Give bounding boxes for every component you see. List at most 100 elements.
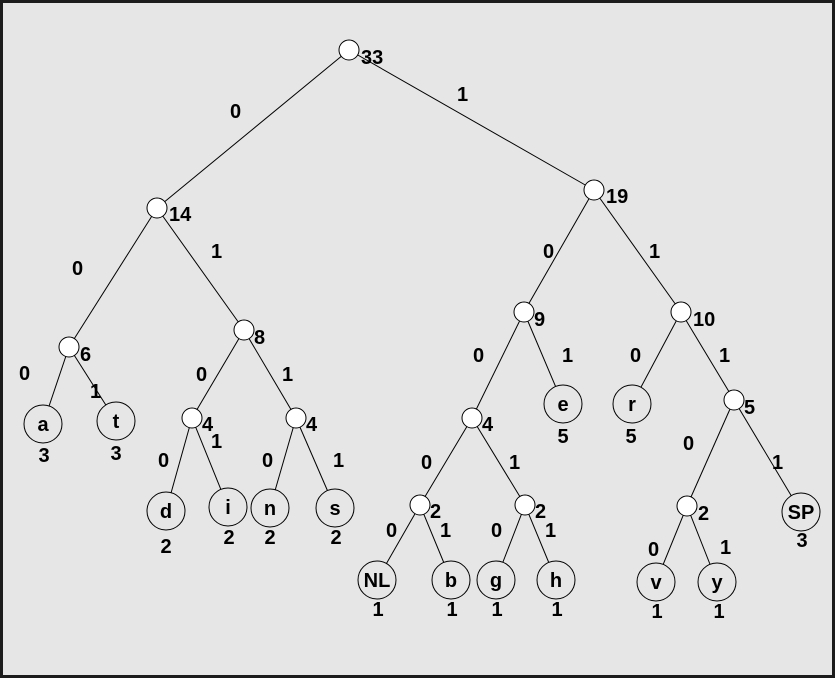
node-2-right: 2 <box>676 495 709 525</box>
edge-4c-2a <box>419 417 473 506</box>
leaf-g-count: 1 <box>491 599 502 621</box>
internal-nodes: 33 14 19 6 8 9 10 4 <box>58 39 755 525</box>
leaf-y: y 1 <box>697 562 737 623</box>
leaf-s: s 2 <box>315 488 355 549</box>
leaf-b: b 1 <box>431 560 471 621</box>
node-2-right-circle <box>676 495 698 517</box>
bit-2b-h: 1 <box>545 520 556 542</box>
node-4-right-circle <box>461 407 483 429</box>
leaf-g: g 1 <box>476 560 516 621</box>
bit-2a-b: 1 <box>440 520 451 542</box>
leaf-SP-symbol: SP <box>788 502 815 524</box>
leaf-h-symbol: h <box>550 570 562 592</box>
edge-14-8 <box>156 207 245 331</box>
node-2-middle: 2 <box>514 494 546 523</box>
node-14-circle <box>146 197 168 219</box>
leaf-i-circle <box>208 487 248 527</box>
node-19-circle <box>583 179 605 201</box>
bit-19-10: 1 <box>649 241 660 263</box>
leaf-g-circle <box>476 560 516 600</box>
edge-9-4c <box>471 311 525 419</box>
node-33-count: 33 <box>361 47 383 69</box>
node-5-count: 5 <box>744 397 755 419</box>
node-2-middle-circle <box>514 494 536 516</box>
bit-33-14: 0 <box>230 101 241 123</box>
leaf-a-count: 3 <box>38 445 49 467</box>
leaf-NL-circle <box>357 560 397 600</box>
node-4-left: 4 <box>181 407 214 436</box>
node-10: 10 <box>670 301 715 331</box>
edge-5-2c <box>686 399 735 507</box>
bit-10-r: 0 <box>630 345 641 367</box>
node-6: 6 <box>58 336 91 366</box>
node-4-middle: 4 <box>285 407 318 436</box>
edge-14-6 <box>68 207 158 348</box>
node-5-circle <box>723 389 745 411</box>
leaf-i: i 2 <box>208 487 248 549</box>
node-14-count: 14 <box>169 204 192 226</box>
node-6-circle <box>58 336 80 358</box>
leaf-r: r 5 <box>612 384 652 448</box>
leaf-s-count: 2 <box>330 527 341 549</box>
edge-33-14 <box>156 49 350 209</box>
leaf-a-circle <box>23 404 63 444</box>
leaf-b-circle <box>431 560 471 600</box>
leaf-r-circle <box>612 384 652 424</box>
bit-6-a: 0 <box>19 363 30 385</box>
leaf-NL: NL 1 <box>357 560 397 621</box>
leaf-e: e 5 <box>543 384 583 448</box>
bit-9-4c: 0 <box>473 345 484 367</box>
bit-8-4b: 1 <box>282 364 293 386</box>
node-9-circle <box>513 301 535 323</box>
node-33-circle <box>338 39 360 61</box>
bit-19-9: 0 <box>543 241 554 263</box>
bit-2c-v: 0 <box>648 539 659 561</box>
node-2-left: 2 <box>409 494 441 523</box>
node-8-count: 8 <box>254 327 265 349</box>
leaf-n: n 2 <box>250 488 290 549</box>
leaf-v: v 1 <box>636 562 676 623</box>
leaf-h-circle <box>536 560 576 600</box>
leaf-SP-count: 3 <box>796 530 807 552</box>
bit-4b-s: 1 <box>333 450 344 472</box>
bit-9-e: 1 <box>562 345 573 367</box>
node-2-right-count: 2 <box>698 503 709 525</box>
leaf-n-symbol: n <box>264 498 276 520</box>
bit-10-5: 1 <box>719 345 730 367</box>
leaf-d-symbol: d <box>160 501 172 523</box>
leaf-h: h 1 <box>536 560 576 621</box>
leaf-y-symbol: y <box>711 572 723 594</box>
leaf-NL-count: 1 <box>372 599 383 621</box>
node-2-left-circle <box>409 494 431 516</box>
leaf-n-count: 2 <box>264 527 275 549</box>
edge-10-5 <box>680 311 735 401</box>
node-19: 19 <box>583 179 628 208</box>
leaf-SP-circle <box>781 492 821 532</box>
leaf-i-symbol: i <box>225 497 231 519</box>
node-2-middle-count: 2 <box>535 501 546 523</box>
node-33: 33 <box>338 39 383 69</box>
node-6-count: 6 <box>80 344 91 366</box>
bit-4c-2a: 0 <box>421 452 432 474</box>
leaf-s-symbol: s <box>329 498 340 520</box>
node-10-circle <box>670 301 692 323</box>
edge-19-9 <box>523 189 595 313</box>
leaf-t: t 3 <box>96 401 136 465</box>
node-5: 5 <box>723 389 755 419</box>
leaf-i-count: 2 <box>223 527 234 549</box>
edge-5-SP <box>733 399 802 513</box>
node-4-left-circle <box>181 407 203 429</box>
node-8: 8 <box>233 319 265 349</box>
node-14: 14 <box>146 197 192 226</box>
node-9: 9 <box>513 301 545 331</box>
leaf-t-circle <box>96 401 136 441</box>
node-2-left-count: 2 <box>430 501 441 523</box>
bit-4b-n: 0 <box>262 450 273 472</box>
leaf-v-circle <box>636 562 676 602</box>
edge-bit-labels: 0 1 0 1 0 1 0 1 0 1 0 1 0 1 0 1 0 1 0 1 … <box>19 84 783 561</box>
node-19-count: 19 <box>606 186 628 208</box>
bit-8-4a: 0 <box>196 364 207 386</box>
edge-19-10 <box>593 189 682 313</box>
bit-4a-i: 1 <box>211 431 222 453</box>
